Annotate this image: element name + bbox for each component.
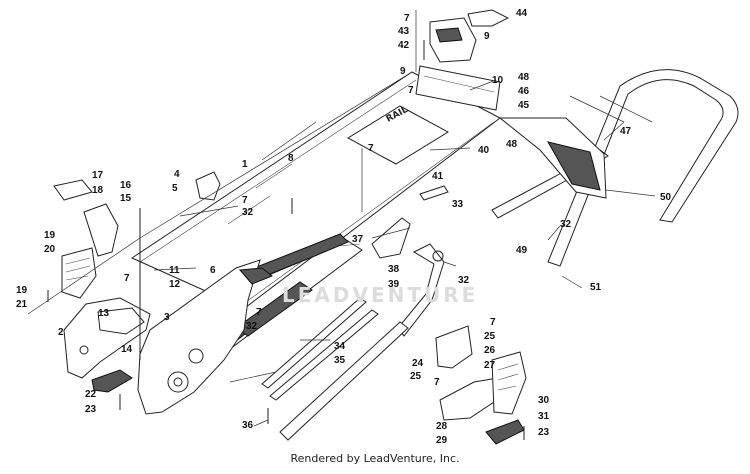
- callout-23-right: 23: [538, 427, 550, 438]
- callout-6: 6: [210, 265, 216, 276]
- top-block: [429, 17, 477, 63]
- mount-bracket: [195, 171, 221, 201]
- long-rod: [279, 321, 409, 441]
- callout-7-tunnel: 7: [408, 85, 414, 96]
- callout-5: 5: [172, 183, 178, 194]
- callout-50: 50: [660, 192, 672, 203]
- callout-7-bumper-low: 7: [434, 377, 440, 388]
- callout-10: 10: [492, 75, 504, 86]
- callout-28: 28: [436, 421, 448, 432]
- left-bracket: [61, 203, 119, 299]
- callout-25-lower: 25: [410, 371, 422, 382]
- callout-12: 12: [169, 279, 181, 290]
- callout-27: 27: [484, 360, 496, 371]
- callout-30: 30: [538, 395, 550, 406]
- hardware-pins: [47, 40, 525, 440]
- callout-1: 1: [242, 159, 248, 170]
- callout-7-top: 7: [404, 13, 410, 24]
- chassis-side-panel: [137, 259, 273, 415]
- callout-32-center: 32: [242, 207, 254, 218]
- callout-9-top: 9: [484, 31, 490, 42]
- callout-32-rail: 32: [246, 321, 258, 332]
- callout-3: 3: [164, 312, 170, 323]
- watermark-logo: LEADVENTURE: [282, 283, 479, 307]
- small-block: [53, 179, 93, 201]
- tunnel-panel: RAIL: [130, 71, 501, 311]
- callout-18: 18: [92, 185, 104, 196]
- tunnel-rod: [419, 185, 449, 201]
- callout-22: 22: [85, 389, 97, 400]
- callout-47: 47: [620, 126, 632, 137]
- callout-36: 36: [242, 420, 254, 431]
- callout-4: 4: [174, 169, 180, 180]
- side-rods: [261, 297, 379, 401]
- callout-48-top: 48: [518, 72, 530, 83]
- callout-24: 24: [412, 358, 424, 369]
- callout-29: 29: [436, 435, 448, 446]
- callout-48-left: 48: [506, 139, 518, 150]
- callout-21: 21: [16, 299, 28, 310]
- callout-38: 38: [388, 264, 400, 275]
- top-plate: [467, 9, 510, 27]
- callout-15: 15: [120, 193, 132, 204]
- callout-19-lower: 19: [16, 285, 28, 296]
- footrest-plate: [91, 369, 133, 393]
- callout-35: 35: [334, 355, 346, 366]
- callout-16: 16: [120, 180, 132, 191]
- callout-44: 44: [516, 8, 528, 19]
- callout-19-upper: 19: [44, 230, 56, 241]
- callout-7-bumper: 7: [490, 317, 496, 328]
- callout-45: 45: [518, 100, 530, 111]
- render-credit: Rendered by LeadVenture, Inc.: [290, 452, 460, 465]
- callout-32-loop: 32: [560, 219, 572, 230]
- callout-2: 2: [58, 327, 64, 338]
- callout-25-upper: 25: [484, 331, 496, 342]
- callout-43: 43: [398, 26, 410, 37]
- callout-39: 39: [388, 279, 400, 290]
- callout-17: 17: [92, 170, 104, 181]
- callout-33: 33: [452, 199, 464, 210]
- callout-14: 14: [121, 344, 133, 355]
- callout-49: 49: [516, 245, 528, 256]
- tunnel-rear-flange: [415, 65, 501, 111]
- callout-32-arm: 32: [458, 275, 470, 286]
- callout-51: 51: [590, 282, 602, 293]
- front-bulkhead: [63, 297, 151, 379]
- callout-31: 31: [538, 411, 550, 422]
- snow-flap: [498, 95, 653, 199]
- callout-13: 13: [98, 308, 110, 319]
- callout-11: 11: [169, 265, 180, 276]
- callout-7-rail: 7: [256, 307, 262, 318]
- callout-8: 8: [288, 153, 294, 164]
- callout-7-center: 7: [242, 195, 248, 206]
- callout-34: 34: [334, 341, 346, 352]
- callout-41: 41: [432, 171, 444, 182]
- center-bracket: [371, 217, 411, 259]
- rear-bumper-parts: [435, 325, 527, 445]
- callout-40: 40: [478, 145, 490, 156]
- callout-23-left: 23: [85, 404, 97, 415]
- callout-37: 37: [352, 234, 364, 245]
- leader-lines: [27, 10, 583, 427]
- callout-7-mid: 7: [368, 143, 374, 154]
- callout-9-left: 9: [400, 66, 406, 77]
- callout-46: 46: [518, 86, 530, 97]
- callout-20: 20: [44, 244, 56, 255]
- callout-42: 42: [398, 40, 410, 51]
- callout-7-left: 7: [124, 273, 130, 284]
- callout-26: 26: [484, 345, 496, 356]
